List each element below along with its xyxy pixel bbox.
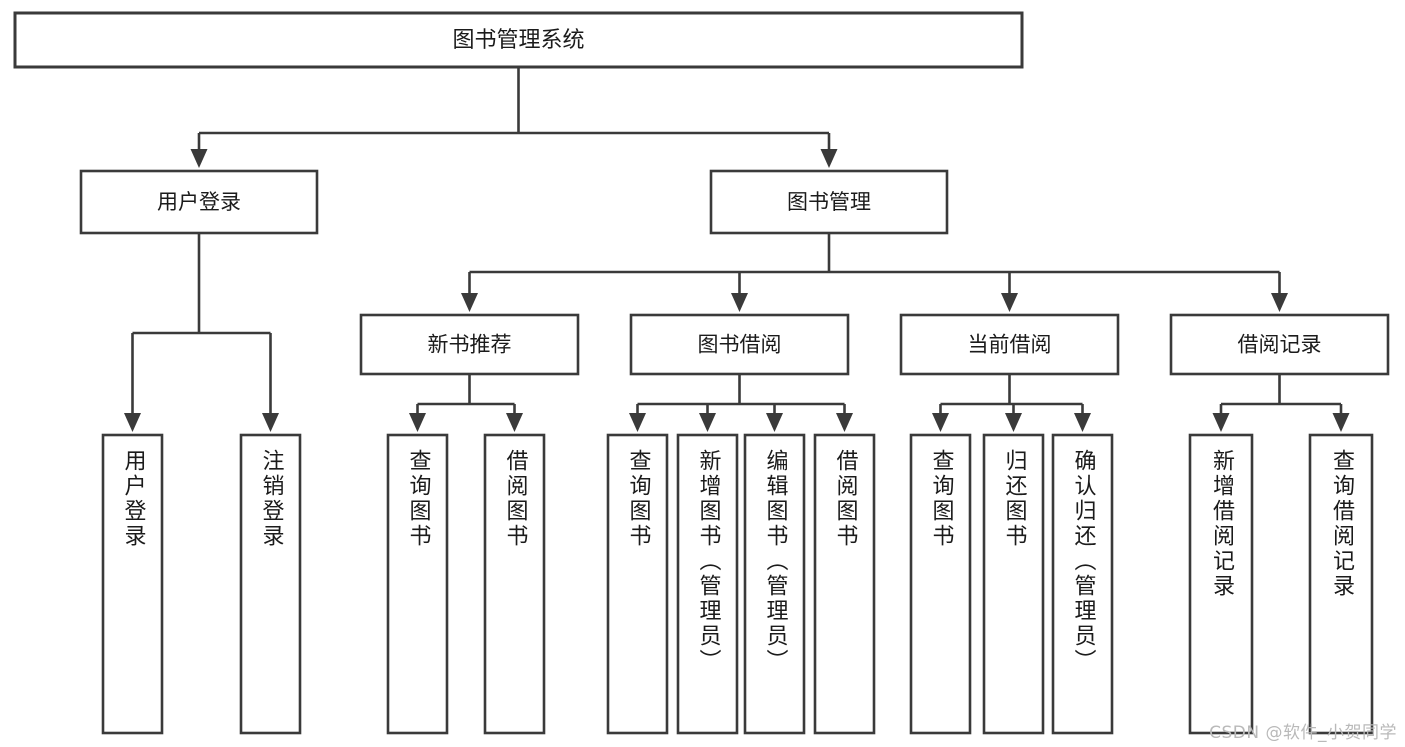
arrow-head-icon-leaf-cb-return-book (1005, 413, 1022, 432)
arrow-head-icon-level3-1 (731, 293, 748, 312)
node-box-leaf-bb-edit-book[interactable] (743, 433, 806, 735)
node-box-leaf-cb-return-book[interactable] (982, 433, 1045, 735)
arrow-head-icon-level2-0 (190, 149, 208, 168)
node-box-user-login[interactable] (79, 169, 319, 235)
boxes-layer (13, 11, 1390, 735)
node-box-leaf-nb-borrow-book[interactable] (483, 433, 546, 735)
node-label-book-manage: 图书管理 (787, 190, 871, 214)
watermark: CSDN @软件_小贺同学 (1209, 723, 1397, 743)
arrow-head-icon-leaf-bb-edit-book (766, 413, 783, 432)
arrow-head-icon-leaf-br-query-record (1332, 413, 1350, 432)
arrow-head-icon-leaf-bb-add-book (699, 413, 716, 432)
arrow-head-icon-leaf-cb-confirm-return (1074, 413, 1091, 432)
arrow-head-icon-leaf-bb-query-book (629, 413, 646, 432)
arrow-head-icon-leaf-nb-borrow-book (506, 413, 523, 432)
node-box-borrow-record[interactable] (1169, 313, 1390, 376)
node-box-leaf-cb-confirm-return[interactable] (1051, 433, 1114, 735)
node-box-root[interactable] (13, 11, 1024, 69)
arrow-head-icon-level3-0 (461, 293, 478, 312)
node-label-book-borrow: 图书借阅 (698, 333, 782, 357)
node-box-leaf-nb-query-book[interactable] (386, 433, 449, 735)
node-box-book-borrow[interactable] (629, 313, 850, 376)
node-label-user-login: 用户登录 (157, 190, 241, 214)
node-box-leaf-bb-query-book[interactable] (606, 433, 669, 735)
node-label-root: 图书管理系统 (452, 28, 584, 53)
arrow-head-icon-level3-2 (1001, 293, 1018, 312)
node-box-new-book-rec[interactable] (359, 313, 580, 376)
arrow-head-icon-leaf-cb-query-book (932, 413, 949, 432)
node-box-leaf-bb-borrow-book[interactable] (813, 433, 876, 735)
node-box-leaf-user-logout[interactable] (239, 433, 302, 735)
node-label-new-book-rec: 新书推荐 (428, 333, 512, 357)
node-box-current-borrow[interactable] (899, 313, 1120, 376)
arrow-head-icon-leaf-br-add-record (1212, 413, 1230, 432)
arrow-head-icon-level3-3 (1271, 293, 1288, 312)
connectors-layer (124, 67, 1350, 432)
node-box-leaf-bb-add-book[interactable] (676, 433, 739, 735)
node-box-leaf-cb-query-book[interactable] (909, 433, 972, 735)
node-box-leaf-br-add-record[interactable] (1188, 433, 1254, 735)
node-label-current-borrow: 当前借阅 (968, 333, 1052, 357)
arrow-head-icon-level2-1 (820, 149, 838, 168)
arrow-head-icon-leaf-user-login (124, 413, 141, 432)
arrow-head-icon-leaf-bb-borrow-book (836, 413, 853, 432)
node-box-leaf-user-login[interactable] (101, 433, 164, 735)
node-label-borrow-record: 借阅记录 (1238, 333, 1322, 357)
node-box-book-manage[interactable] (709, 169, 949, 235)
node-box-leaf-br-query-record[interactable] (1308, 433, 1374, 735)
arrow-head-icon-leaf-user-logout (262, 413, 279, 432)
arrow-head-icon-leaf-nb-query-book (409, 413, 426, 432)
